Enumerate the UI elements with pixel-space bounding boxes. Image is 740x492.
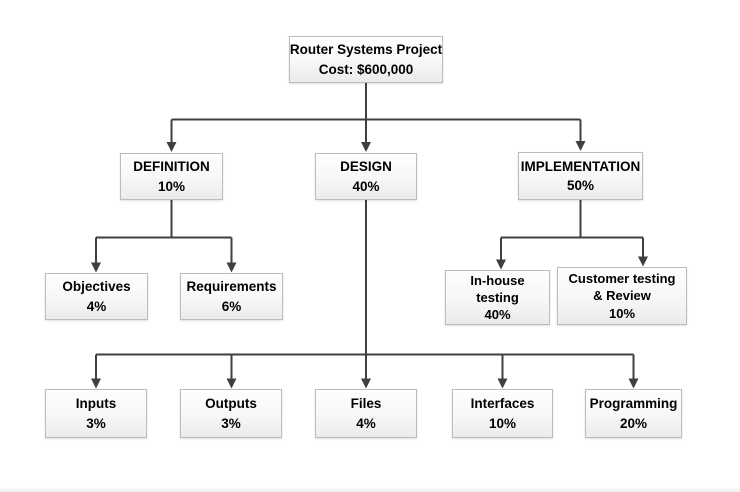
node-outputs-percent: 3% xyxy=(221,415,241,431)
connector-definition-to-children xyxy=(91,200,237,273)
node-programming-label: Programming xyxy=(589,396,678,412)
node-files-percent: 4% xyxy=(356,415,376,431)
node-requirements-label: Requirements xyxy=(186,279,277,295)
connector-root-to-level2 xyxy=(166,83,586,152)
node-programming-percent: 20% xyxy=(619,415,648,431)
node-customer-testing: Customer testing & Review 10% xyxy=(557,267,687,325)
node-programming: Programming 20% xyxy=(585,389,682,438)
node-files: Files 4% xyxy=(315,389,417,438)
node-definition-percent: 10% xyxy=(157,178,186,194)
node-requirements-percent: 6% xyxy=(221,298,242,314)
node-interfaces-percent: 10% xyxy=(488,415,517,431)
connector-design-to-children xyxy=(91,200,639,389)
node-customer-testing-percent: 10% xyxy=(608,305,636,321)
node-design: DESIGN 40% xyxy=(315,153,417,200)
node-inhouse-testing-label-2: testing xyxy=(476,289,519,305)
node-customer-testing-label-2: & Review xyxy=(593,288,651,304)
node-objectives-label: Objectives xyxy=(62,279,131,295)
node-definition: DEFINITION 10% xyxy=(120,153,223,200)
node-outputs-label: Outputs xyxy=(205,396,257,412)
node-implementation-label: IMPLEMENTATION xyxy=(520,158,641,174)
node-interfaces: Interfaces 10% xyxy=(452,389,553,438)
node-customer-testing-label-1: Customer testing xyxy=(568,271,676,287)
node-objectives-percent: 4% xyxy=(86,298,107,314)
node-inputs: Inputs 3% xyxy=(45,389,147,438)
node-root: Router Systems Project Cost: $600,000 xyxy=(289,36,443,83)
node-files-label: Files xyxy=(350,396,382,412)
node-design-percent: 40% xyxy=(352,178,380,194)
node-inputs-percent: 3% xyxy=(86,415,106,431)
node-definition-label: DEFINITION xyxy=(133,159,210,175)
node-design-label: DESIGN xyxy=(340,159,392,175)
node-requirements: Requirements 6% xyxy=(180,273,283,320)
connector-implementation-to-children xyxy=(496,200,648,270)
node-inhouse-testing: In-house testing 40% xyxy=(445,270,550,325)
node-inputs-label: Inputs xyxy=(75,396,117,412)
node-objectives: Objectives 4% xyxy=(45,273,148,320)
node-root-cost: Cost: $600,000 xyxy=(318,61,414,77)
page-bottom-edge xyxy=(0,486,740,492)
node-root-title: Router Systems Project xyxy=(289,42,443,58)
node-interfaces-label: Interfaces xyxy=(470,396,535,412)
node-inhouse-testing-label-1: In-house xyxy=(470,272,525,288)
node-implementation-percent: 50% xyxy=(566,178,595,193)
node-implementation: IMPLEMENTATION 50% xyxy=(518,152,643,200)
node-outputs: Outputs 3% xyxy=(180,389,282,438)
node-inhouse-testing-percent: 40% xyxy=(484,307,511,323)
